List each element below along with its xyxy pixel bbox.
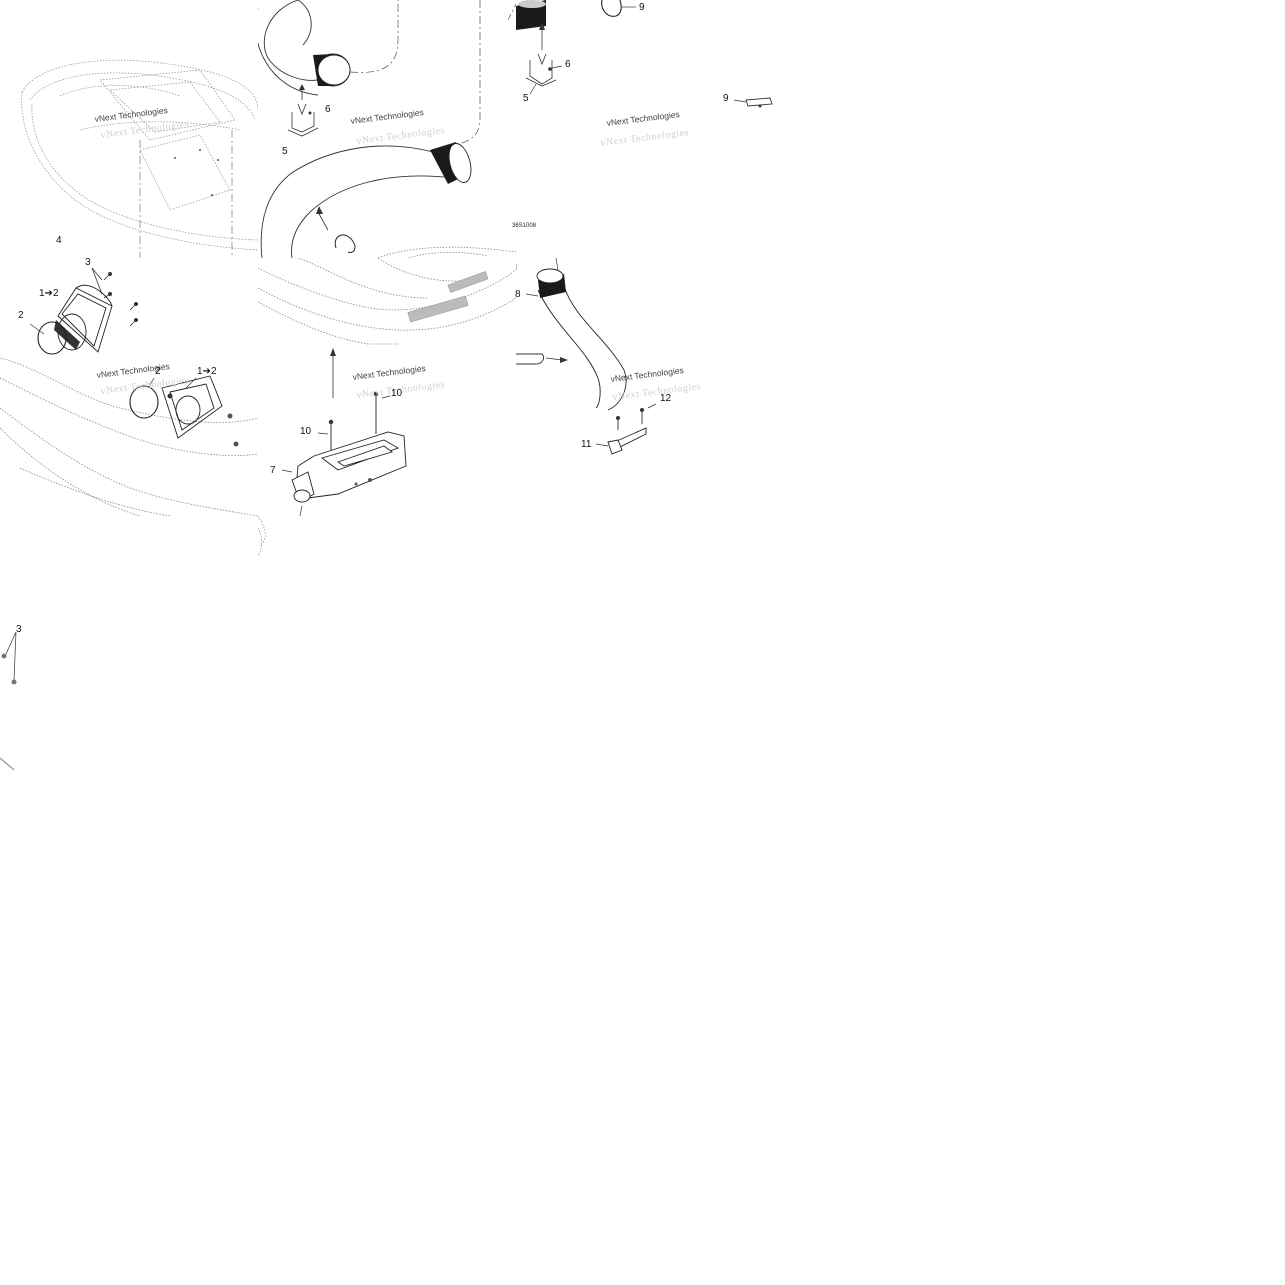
callout-6: 6: [565, 59, 571, 70]
drawing-code: 36S1008: [512, 223, 537, 229]
callout-8: 8: [515, 289, 521, 300]
callout-1-2: 1➔2: [39, 288, 59, 299]
callout-9: 9: [639, 2, 645, 13]
callout-5: 5: [523, 93, 529, 104]
callout-6: 6: [325, 104, 331, 115]
callout-5: 5: [282, 146, 288, 157]
callout-7: 7: [270, 465, 276, 476]
clamp-upper-tile: [516, 0, 773, 108]
callout-10: 10: [300, 426, 312, 437]
callout-2: 2: [18, 310, 24, 321]
callout-1-2: 1➔2: [197, 366, 217, 377]
callout-4: 4: [56, 235, 62, 246]
callout-12: 12: [660, 393, 672, 404]
callout-3: 3: [85, 257, 91, 268]
flange-tile: [0, 258, 258, 516]
hose-upper-tile: [258, 0, 516, 258]
hull-upper-tile: [21, 59, 258, 258]
hose-right-tile: [516, 258, 657, 455]
callout-10: 10: [391, 388, 403, 399]
callout-3: 3: [16, 624, 22, 635]
edge-fragment-tile: [258, 516, 266, 557]
screw-fragment-tile: [0, 631, 17, 771]
callout-9: 9: [723, 93, 729, 104]
callout-2: 2: [155, 366, 161, 377]
callout-11: 11: [581, 439, 592, 450]
muffler-tile: [258, 258, 516, 516]
